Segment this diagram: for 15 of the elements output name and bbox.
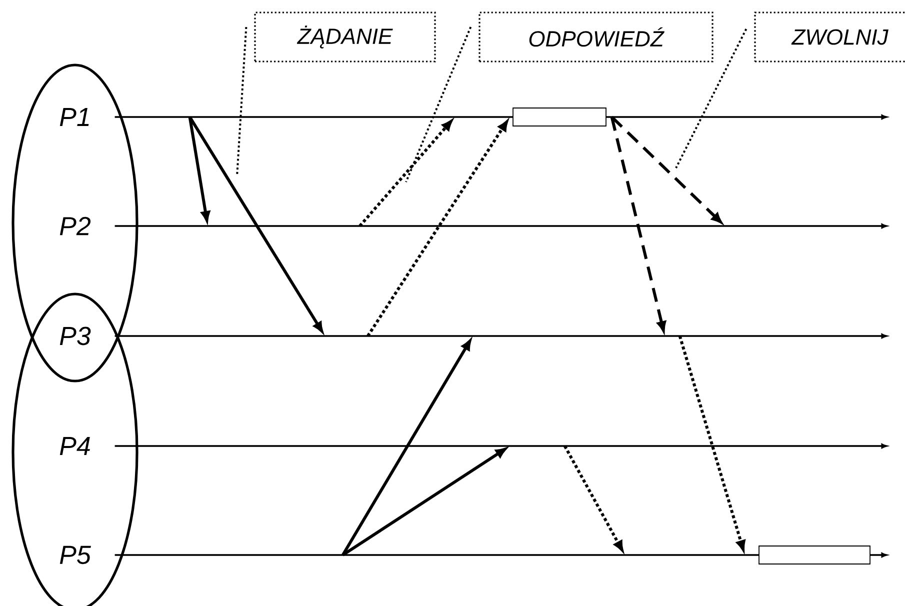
critical-section-box [758, 546, 870, 564]
critical-section-box [512, 108, 606, 126]
label-box: ZWOLNIJ [754, 12, 905, 62]
process-label: P1 [60, 108, 89, 126]
leader-line [675, 28, 748, 168]
process-label: P5 [60, 546, 91, 564]
timeline [114, 224, 887, 228]
process-label: P2 [60, 216, 91, 236]
label-box: ODPOWIEDŹ [478, 12, 714, 62]
process-label: P4 [60, 437, 90, 455]
process-label: P3 [60, 326, 91, 346]
timeline [114, 444, 887, 448]
label-box: ŻĄDANIE [254, 12, 436, 62]
group-ellipse [12, 64, 138, 382]
timeline [114, 334, 887, 338]
